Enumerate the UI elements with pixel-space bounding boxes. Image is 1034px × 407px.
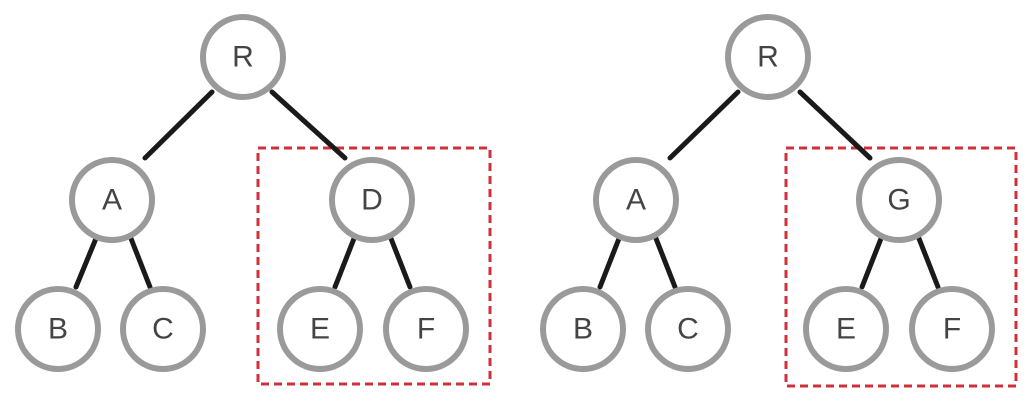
edge-d-f (387, 233, 413, 290)
tree-1-node-left-left: B (15, 286, 101, 372)
svg-text:C: C (152, 313, 174, 346)
edge-d-e (332, 233, 358, 290)
svg-text:A: A (102, 184, 122, 217)
svg-text:G: G (887, 184, 910, 217)
tree-1-node-right-left: E (277, 286, 363, 372)
svg-text:E: E (836, 313, 856, 346)
tree-1-node-right-right: F (383, 286, 469, 372)
edge-a-c (127, 233, 153, 290)
edge-g-e (859, 233, 885, 290)
edge-g-f (915, 233, 941, 290)
svg-text:R: R (757, 41, 779, 74)
svg-text:E: E (310, 313, 330, 346)
tree-2: R A G B C E F (540, 14, 1018, 388)
edge-r-g (797, 89, 873, 161)
svg-text:D: D (361, 184, 383, 217)
tree-1-node-root: R (200, 14, 286, 100)
tree-1-node-right: D (329, 157, 415, 243)
edge-a-c (652, 233, 678, 290)
svg-text:A: A (626, 184, 646, 217)
tree-2-node-right-left: E (803, 286, 889, 372)
tree-2-node-right-right: F (909, 286, 995, 372)
svg-text:C: C (677, 313, 699, 346)
tree-1-node-left: A (69, 157, 155, 243)
svg-text:F: F (943, 313, 961, 346)
svg-text:R: R (232, 41, 254, 74)
tree-2-node-left-right: C (645, 286, 731, 372)
tree-1-node-left-right: C (120, 286, 206, 372)
tree-2-node-root: R (725, 14, 811, 100)
edge-r-a (667, 89, 741, 161)
svg-text:B: B (573, 313, 593, 346)
tree-2-node-left-left: B (540, 286, 626, 372)
edge-a-b (73, 233, 100, 290)
svg-text:B: B (48, 313, 68, 346)
edge-a-b (597, 233, 623, 290)
tree-2-node-left: A (593, 157, 679, 243)
tree-2-node-right: G (856, 157, 942, 243)
edge-r-d (269, 89, 348, 161)
edge-r-a (142, 89, 215, 161)
svg-text:F: F (417, 313, 435, 346)
tree-1: R A D B C E F (15, 14, 492, 386)
